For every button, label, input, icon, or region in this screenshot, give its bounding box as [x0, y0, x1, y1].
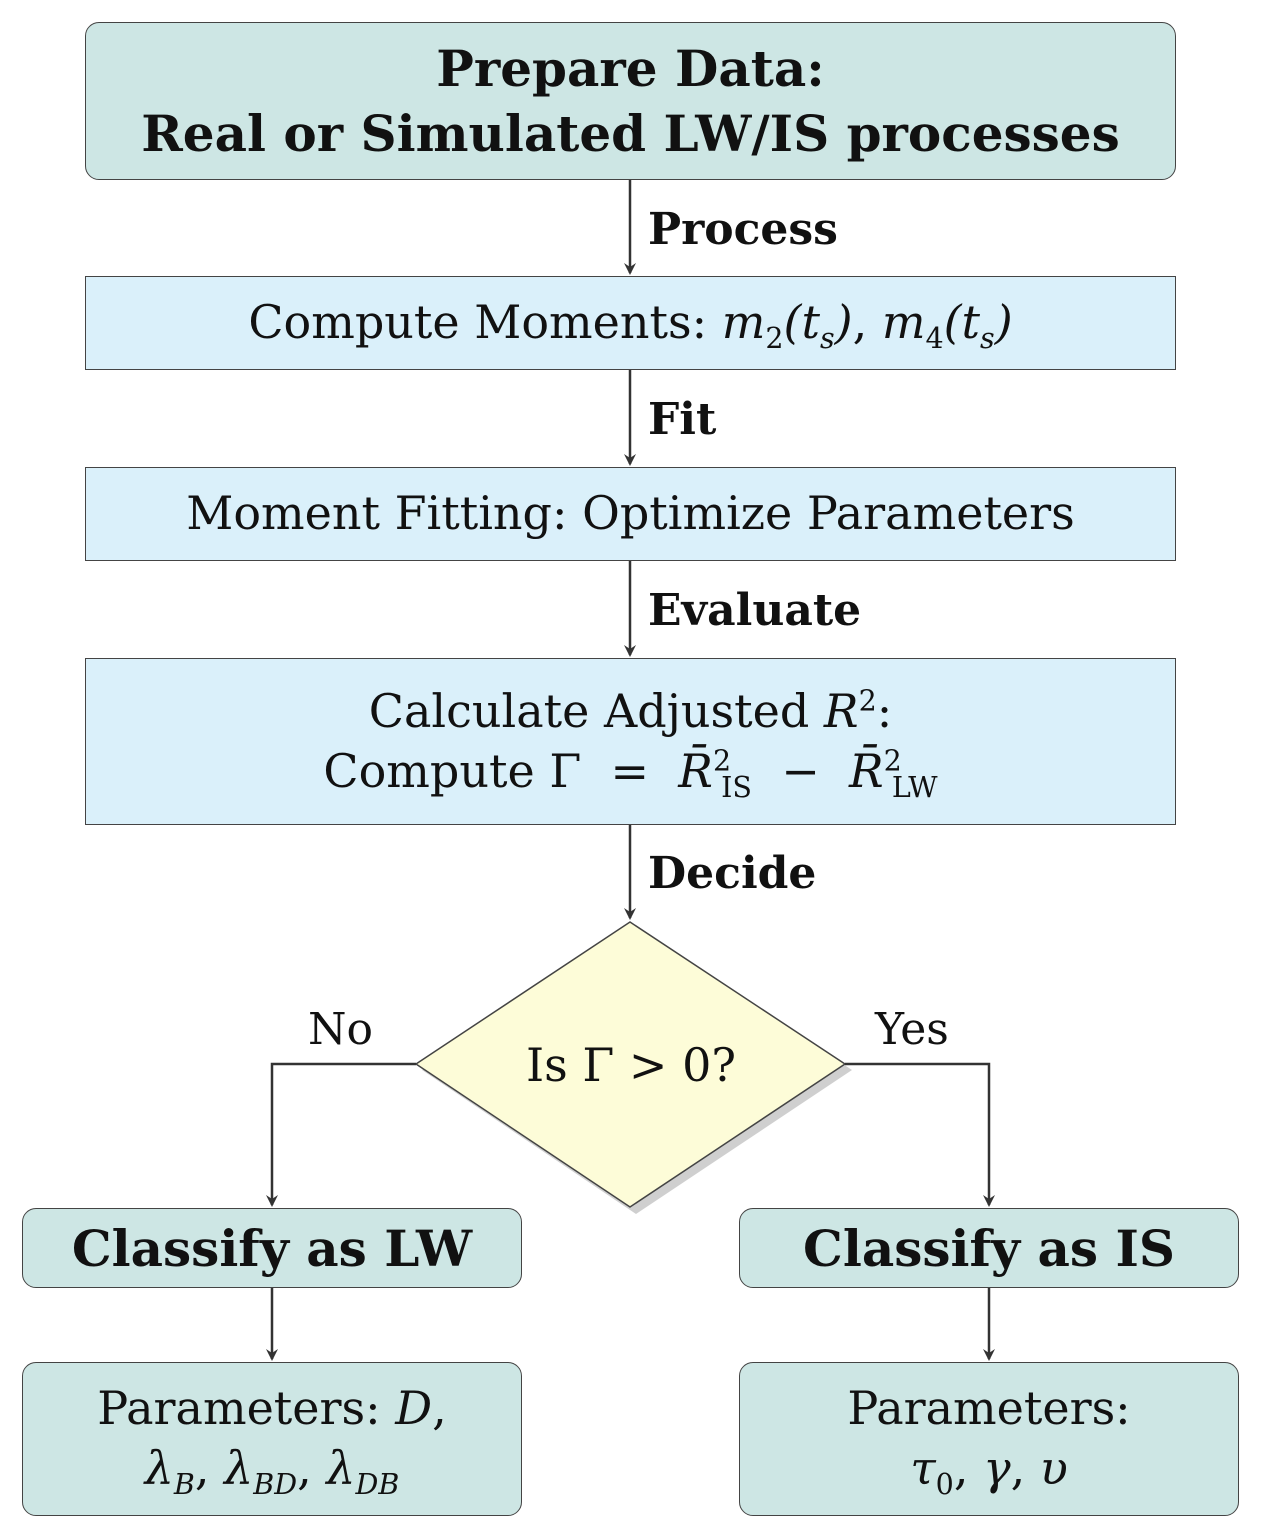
prepare-data-subtitle: Real or Simulated LW/IS processes [141, 104, 1120, 163]
edge-label-fit: Fit [648, 394, 717, 445]
classify-is-text: Classify as IS [803, 1218, 1175, 1278]
moment-m2: m2(ts) [721, 295, 853, 356]
lw-parameters-line2: λB, λBD, λDB [144, 1441, 400, 1502]
prepare-data-box: Prepare Data: Real or Simulated LW/IS pr… [85, 22, 1176, 180]
classify-lw-text: Classify as LW [71, 1218, 473, 1278]
edge-label-evaluate: Evaluate [648, 585, 862, 636]
moment-fitting-box: Moment Fitting: Optimize Parameters [85, 467, 1176, 561]
edge-label-no: No [308, 1004, 373, 1055]
is-parameters-box: Parameters: τ0, γ, υ [739, 1362, 1239, 1516]
adjusted-r2-line2: Compute Γ = R̄2IS − R̄2LW [323, 743, 938, 804]
compute-moments-text: Compute Moments: m2(ts), m4(ts) [248, 295, 1013, 356]
arrow-decision-yes [845, 1062, 995, 1207]
lw-parameters-line1: Parameters: D, [97, 1381, 447, 1436]
adjusted-r2-line1: Calculate Adjusted R2: [368, 683, 893, 738]
rbar-lw: R̄2LW [848, 743, 938, 804]
decision-diamond [414, 921, 847, 1208]
classify-lw-box: Classify as LW [22, 1208, 522, 1288]
edge-label-process: Process [648, 204, 838, 255]
moment-m4: m4(ts) [881, 295, 1013, 356]
compute-moments-box: Compute Moments: m2(ts), m4(ts) [85, 276, 1176, 370]
edge-label-yes: Yes [875, 1004, 949, 1055]
is-parameters-line2: τ0, γ, υ [910, 1441, 1068, 1502]
classify-is-box: Classify as IS [739, 1208, 1239, 1288]
decision-question: Is Γ > 0? [525, 1038, 737, 1092]
lw-parameters-box: Parameters: D, λB, λBD, λDB [22, 1362, 522, 1516]
is-parameters-line1: Parameters: [847, 1381, 1131, 1436]
arrow-decision-no [266, 1062, 416, 1207]
moment-fitting-text: Moment Fitting: Optimize Parameters [186, 486, 1075, 541]
compute-moments-prefix: Compute Moments: [248, 295, 708, 350]
edge-label-decide: Decide [648, 848, 817, 899]
prepare-data-title: Prepare Data: [436, 39, 825, 98]
adjusted-r2-box: Calculate Adjusted R2: Compute Γ = R̄2IS… [85, 658, 1176, 825]
rbar-is: R̄2IS [678, 743, 752, 804]
